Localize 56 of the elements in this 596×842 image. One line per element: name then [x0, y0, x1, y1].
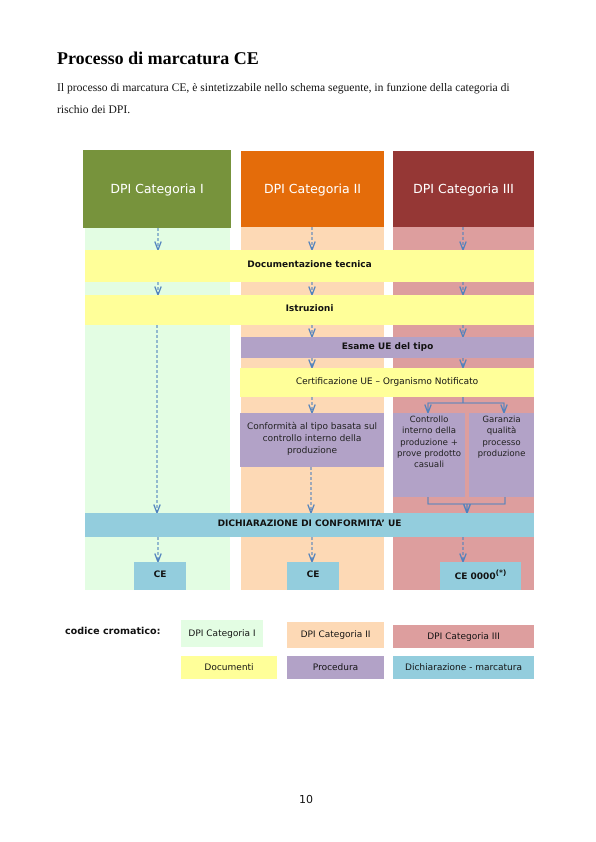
step-text: Esame UE del tipo: [342, 342, 434, 354]
dashed-arrow: [308, 325, 316, 338]
step-text: CE 0000$^{(*)}$: [454, 568, 506, 584]
dashed-arrow: [308, 358, 316, 369]
arrow: [462, 397, 508, 414]
step-text: Documentazione tecnica: [247, 260, 372, 272]
dashed-arrow: [459, 325, 467, 338]
dashed-arrow: [154, 228, 162, 251]
page-number: 10: [299, 793, 313, 807]
marking-box: [440, 562, 521, 590]
dashed-arrow: [154, 537, 162, 563]
step-text: Certificazione UE – Organismo Notificato: [296, 376, 478, 388]
page-title: Processo di marcatura CE: [57, 48, 259, 69]
procedure-band: [241, 337, 534, 358]
step-text: Istruzioni: [286, 304, 334, 316]
procedure-box: [469, 413, 534, 497]
step-text: Controllo interno della produzione + prove prodotto casuali: [396, 415, 462, 472]
arrow: [463, 497, 506, 514]
dashed-arrow: [153, 325, 161, 514]
category-header: [83, 150, 231, 228]
document-band: [240, 368, 534, 397]
legend-key: DPI Categoria II: [287, 622, 384, 648]
procedure-box: [240, 413, 384, 467]
header-title: DPI Categoria III: [413, 180, 514, 198]
step-text: DICHIARAZIONE DI CONFORMITA’ UE: [218, 519, 402, 531]
dashed-arrow: [308, 397, 316, 414]
dashed-arrow: [308, 227, 316, 251]
procedure-box: [393, 413, 465, 497]
document-band: [85, 295, 534, 325]
legend-key: DPI Categoria III: [393, 625, 534, 648]
legend-key: Dichiarazione - marcatura: [393, 656, 534, 679]
legend-title: codice cromatico:: [65, 625, 160, 638]
marking-box: [134, 562, 186, 590]
dashed-arrow: [308, 537, 316, 563]
dashed-arrow: [307, 467, 315, 514]
declaration-band: [85, 513, 534, 537]
dashed-arrow: [154, 282, 162, 296]
legend-key: Procedura: [287, 656, 384, 679]
header-title: DPI Categoria I: [110, 180, 204, 198]
step-text: Garanzia qualità processo produzione: [476, 415, 526, 460]
dashed-arrow: [459, 282, 467, 296]
category-header: [393, 151, 534, 227]
header-title: DPI Categoria II: [264, 180, 361, 198]
dashed-arrow: [459, 537, 467, 563]
category-header: [241, 151, 384, 227]
dashed-arrow: [459, 358, 467, 369]
document-band: [85, 250, 534, 282]
step-text: CE: [306, 570, 320, 582]
legend-key: Documenti: [181, 656, 277, 679]
step-text: CE: [154, 570, 166, 582]
dashed-arrow: [459, 227, 467, 251]
dashed-arrow: [308, 282, 316, 296]
intro-paragraph: Il processo di marcatura CE, è sintetizzabile nello schema seguente, in funzione della categoria di rischio dei DPI.: [57, 80, 511, 118]
marking-box: [287, 562, 339, 590]
legend-key: DPI Categoria I: [181, 620, 263, 647]
step-text: Conformità al tipo basata sul controllo interno della produzione: [246, 422, 378, 458]
